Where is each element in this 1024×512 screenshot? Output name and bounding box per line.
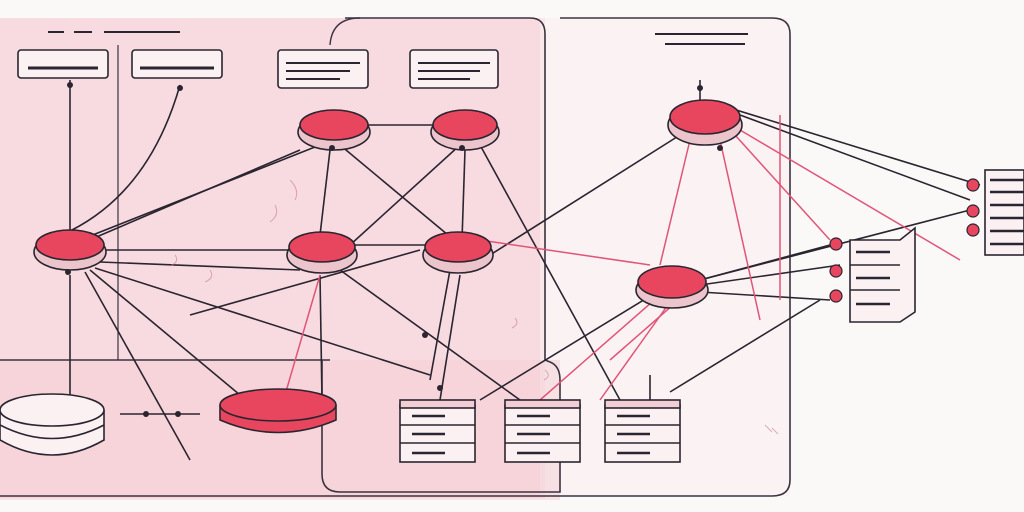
endpoint-dot: [966, 204, 980, 218]
endpoint-dot: [829, 289, 843, 303]
zone-center-outline: [321, 17, 561, 493]
server-stack-middle: [849, 226, 916, 323]
router-node-mid-1: [286, 231, 358, 274]
label-block-2: [131, 49, 223, 79]
zone-top-left-curve: [329, 17, 361, 46]
database-cylinder-red: [219, 388, 337, 434]
router-nodes: [33, 99, 743, 309]
server-stack-far-right: [984, 169, 1024, 256]
storage-rack-2: [504, 399, 581, 463]
label-blocks: [17, 49, 499, 89]
router-node-left: [33, 229, 107, 271]
router-node-top-1: [297, 109, 371, 151]
storage-rack-3: [604, 399, 681, 463]
endpoint-dot: [966, 223, 980, 237]
router-node-right-mid: [635, 265, 709, 309]
label-block-4: [409, 49, 499, 89]
storage-rack-1: [399, 399, 476, 463]
junction-dots: [65, 82, 723, 417]
router-node-right-top: [667, 99, 743, 146]
endpoint-dot: [829, 237, 843, 251]
database-cylinders: [0, 388, 337, 456]
label-block-1: [17, 49, 109, 79]
endpoint-dot: [829, 264, 843, 278]
router-node-top-2: [430, 109, 500, 151]
router-node-mid-2: [422, 231, 494, 274]
storage-racks: [399, 399, 681, 463]
connection-lines: [69, 80, 981, 461]
sketch-marks: [169, 179, 779, 435]
endpoint-dots: [829, 178, 980, 303]
endpoint-dot: [966, 178, 980, 192]
right-server-stacks: [849, 169, 1024, 323]
database-cylinder-left: [0, 393, 105, 456]
header-lines: [48, 31, 748, 45]
label-block-3: [277, 49, 369, 89]
